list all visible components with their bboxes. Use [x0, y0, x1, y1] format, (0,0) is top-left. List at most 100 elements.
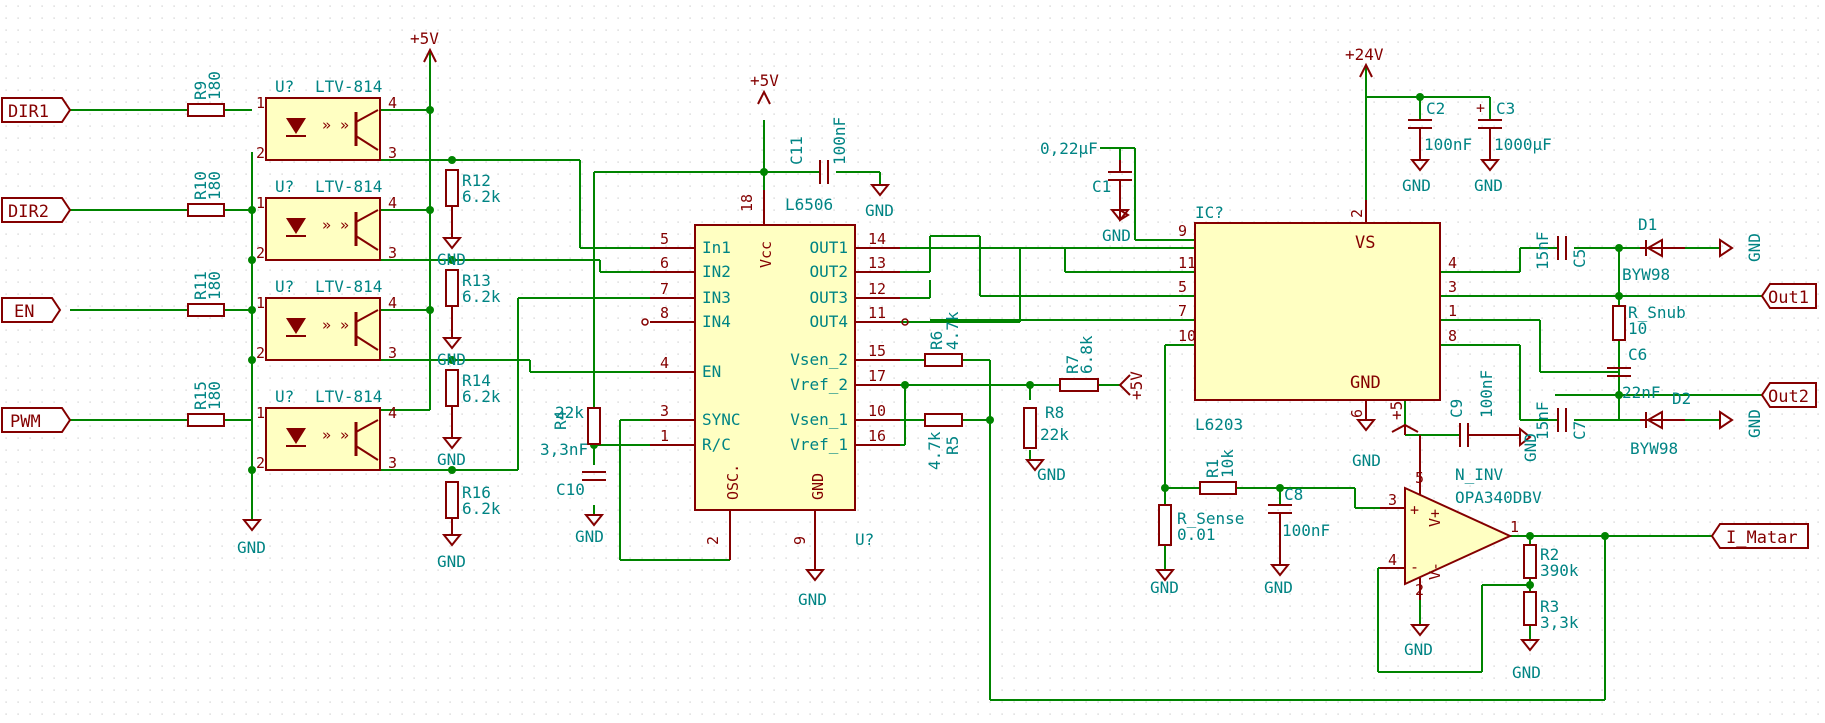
l6506-left-pin-name: EN: [702, 362, 721, 381]
l6506-pin-vcc: 18: [738, 194, 756, 212]
c5-value: 15nF: [1533, 231, 1552, 270]
opto-led-icon: [286, 428, 306, 444]
l6506-right-pin-num: 16: [868, 427, 886, 445]
gnd-label-19: GND: [1745, 409, 1764, 438]
opto-pin-number: 4: [388, 194, 397, 212]
opto-emitter: [355, 445, 379, 461]
d1-value: BYW98: [1622, 265, 1670, 284]
r5-ref: R5: [943, 436, 962, 455]
c6-ref: C6: [1628, 345, 1647, 364]
r10-ref: R10: [191, 171, 210, 200]
gnd-label-16: GND: [1512, 663, 1541, 682]
d2-value: BYW98: [1630, 439, 1678, 458]
r14-value: 6.2k: [462, 387, 501, 406]
opto-pin-number: 3: [388, 454, 397, 472]
opto-pin-number: 2: [256, 454, 265, 472]
opto-light-arrows: » »: [322, 426, 349, 444]
l6203-left-pin-num: 5: [1178, 278, 1187, 296]
r5-value: 4.7k: [925, 431, 944, 470]
opto-led-icon: [286, 218, 306, 234]
c7-ref: C7: [1570, 421, 1589, 440]
l6506-right-pin-name: OUT1: [809, 238, 848, 257]
l6203-right-pin-num: 4: [1448, 254, 1457, 272]
r9-value: 180: [205, 71, 224, 100]
l6203-vs: VS: [1355, 233, 1375, 253]
c9-value: 100nF: [1477, 370, 1496, 418]
r4-ref: R4: [551, 411, 570, 430]
opto-collector: [355, 109, 379, 123]
power-labels: +5V +5V +24V +5V +5V GND GND GND GND GND…: [237, 29, 1764, 682]
l6203-left-pin-num: 7: [1178, 302, 1187, 320]
l6203-pin-vs: 2: [1348, 209, 1366, 218]
opamp-pin-vp: 5: [1415, 469, 1424, 487]
c10-ref: C10: [556, 480, 585, 499]
gnd-label-5: GND: [437, 552, 466, 571]
opto-body: [265, 297, 381, 361]
input-resistors: [187, 103, 225, 427]
gnd-label-20: GND: [1521, 433, 1540, 462]
gnd-label-2: GND: [437, 250, 466, 269]
r13-ref: R13: [462, 271, 491, 290]
r3-value: 3,3k: [1540, 613, 1579, 632]
l6506-left-pin-num: 1: [660, 427, 669, 445]
feedback-resistors: [1523, 544, 1537, 626]
r13-value: 6.2k: [462, 287, 501, 306]
r1-ref: R1: [1203, 459, 1222, 478]
gnd-label-11: GND: [1402, 176, 1431, 195]
opamp-plus: +: [1410, 501, 1419, 519]
c3-value: 1000µF: [1494, 135, 1552, 154]
gnd-label-12: GND: [1474, 176, 1503, 195]
c5-ref: C5: [1570, 249, 1589, 268]
opto-light-arrows: » »: [322, 216, 349, 234]
l6506-osc: OSC.: [724, 464, 742, 500]
opto-body: [265, 407, 381, 471]
r7-ref: R7: [1063, 355, 1082, 374]
r1-value: 10k: [1218, 449, 1237, 478]
l6506-right-pin-num: 11: [868, 304, 886, 322]
l6506-right-pin-num: 17: [868, 367, 886, 385]
opto-ref: U?: [275, 277, 294, 296]
c1-capacitor: [1108, 160, 1132, 200]
opto-pin-number: 3: [388, 344, 397, 362]
l6203-ref: IC?: [1195, 203, 1224, 222]
gnd-label-17: GND: [1352, 451, 1381, 470]
opto-emitter: [355, 335, 379, 351]
l6506-gnd: GND: [809, 473, 827, 500]
vcc5-label-3: +5V: [1127, 371, 1146, 400]
l6203-gnd: GND: [1350, 373, 1381, 393]
r8-value: 22k: [1040, 425, 1069, 444]
l6506-left-pin-name: IN2: [702, 262, 731, 281]
port-dir1: DIR1: [8, 102, 49, 122]
diode-wires: [1640, 247, 1685, 421]
opamp-pin-vm: 2: [1415, 581, 1424, 599]
opto-pin-number: 2: [256, 244, 265, 262]
l6506-left-pin-num: 7: [660, 280, 669, 298]
gnd-label-10: GND: [1102, 226, 1131, 245]
gnd-label-1: GND: [237, 538, 266, 557]
l6506-pin-osc: 2: [704, 536, 722, 545]
gnd-label-9: GND: [1037, 465, 1066, 484]
opto-ref: U?: [275, 77, 294, 96]
opto-light-arrows: » »: [322, 316, 349, 334]
pulldown-labels: R12 6.2k R13 6.2k R14 6.2k R16 6.2k: [462, 171, 501, 518]
rsense-ref: R_Sense: [1177, 509, 1244, 528]
c11-capacitor: [819, 160, 829, 184]
r3-ref: R3: [1540, 597, 1559, 616]
opto-pin-number: 2: [256, 344, 265, 362]
l6506-left-pin-num: 6: [660, 254, 669, 272]
opto-emitter: [355, 235, 379, 251]
c2-c3-capacitors: [1408, 119, 1502, 150]
vcc5-label-2: +5V: [750, 71, 779, 90]
port-i-motor: I_Matar: [1726, 528, 1798, 548]
opto-ref: U?: [275, 387, 294, 406]
opamp-ref: N_INV: [1455, 465, 1504, 484]
c11-value: 100nF: [830, 117, 849, 165]
opto-pin-number: 2: [256, 144, 265, 162]
sense-parts: [1158, 481, 1292, 565]
opto-pin-number: 1: [256, 404, 265, 422]
